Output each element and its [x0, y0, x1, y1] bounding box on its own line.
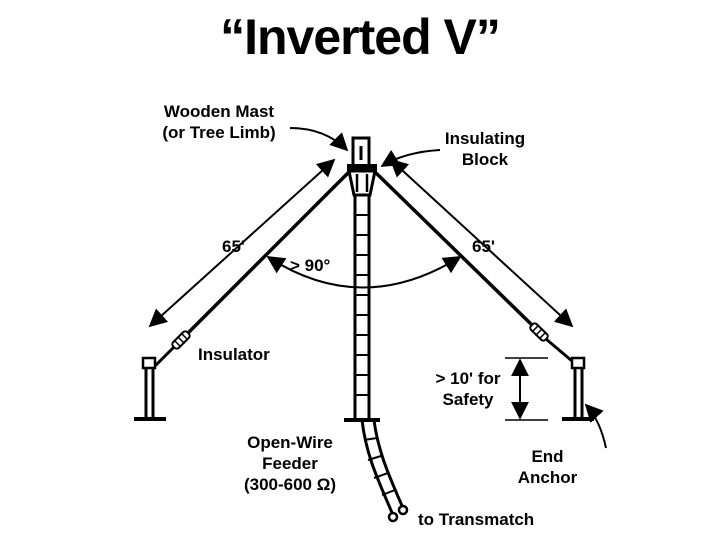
- insulator-label: Insulator: [198, 345, 270, 364]
- feeder-label-line-2: Feeder: [262, 454, 318, 473]
- safety-height-arrow: [505, 357, 548, 421]
- left-length-arrow: [148, 158, 336, 328]
- block-label-line-2: Block: [461, 150, 509, 169]
- mast-label: Wooden Mast (or Tree Limb): [144, 101, 294, 143]
- mast-pointer: [289, 127, 349, 152]
- anchor-label-line-2: Anchor: [517, 468, 578, 487]
- insulating-block: [347, 164, 377, 197]
- left-insulator: [171, 330, 191, 350]
- diagram-title: “Inverted V”: [220, 9, 501, 65]
- feeder-label: Open-Wire Feeder (300-600 Ω): [225, 432, 355, 495]
- angle-label: > 90°: [290, 256, 331, 275]
- safety-label-line-2: Safety: [442, 390, 494, 409]
- anchor-label: End Anchor: [505, 446, 590, 488]
- left-end-anchor: [134, 356, 166, 421]
- mast-label-line-1: Wooden Mast: [163, 102, 275, 121]
- block-label-line-1: Insulating: [444, 129, 526, 148]
- mast-top: [351, 136, 371, 170]
- angle-arc: [266, 256, 462, 289]
- anchor-label-line-1: End: [531, 447, 564, 466]
- right-length-label: 65': [472, 237, 495, 256]
- feeder-label-line-1: Open-Wire: [247, 433, 333, 452]
- safety-label: > 10' for Safety: [418, 368, 518, 410]
- open-wire-feeder: [344, 195, 409, 523]
- right-length-arrow: [389, 158, 574, 328]
- block-label: Insulating Block: [430, 128, 540, 170]
- anchor-pointer: [584, 403, 607, 449]
- block-pointer: [380, 149, 441, 167]
- transmatch-label: to Transmatch: [418, 510, 535, 529]
- right-insulator: [529, 322, 549, 342]
- mast-label-line-2: (or Tree Limb): [162, 123, 276, 142]
- feeder-label-line-3: (300-600 Ω): [243, 475, 337, 494]
- left-length-label: 65': [222, 237, 245, 256]
- safety-label-line-1: > 10' for: [435, 369, 501, 388]
